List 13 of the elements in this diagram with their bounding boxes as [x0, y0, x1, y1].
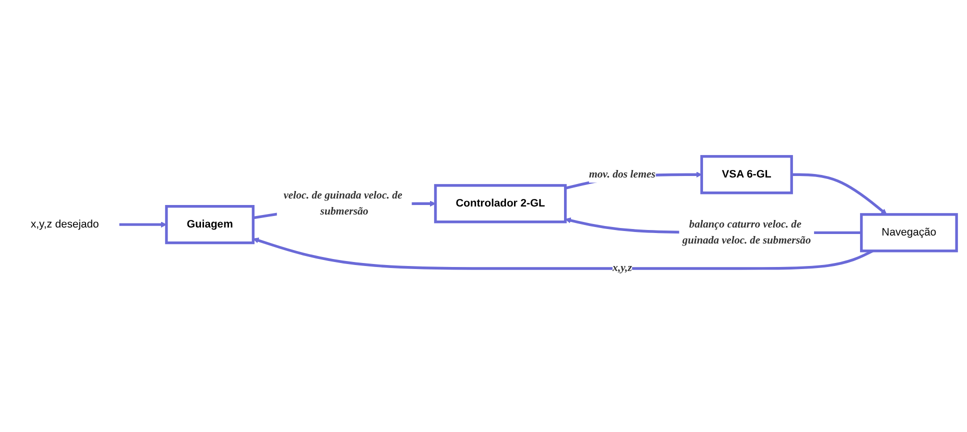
- edge-label: mov. dos lemes: [589, 168, 656, 180]
- block-diagram: veloc. de guinada veloc. de submersão mov. dos lemes x,y,z balanço caturro veloc. de guinada veloc. de submersão x,y,z desejado Guiagem Controlador 2-GL VSA 6-GL Navegação: [5, 150, 962, 282]
- arrow: [119, 221, 167, 228]
- edge-label: balanço caturro veloc. de guinada veloc. de submersão: [682, 218, 811, 246]
- node-box: [700, 154, 793, 194]
- arrow: [792, 172, 887, 214]
- node-box: [165, 204, 255, 244]
- edge-label: x,y,z: [612, 262, 632, 274]
- node-box: [860, 212, 958, 252]
- edge-label: veloc. de guinada veloc. de submersão: [284, 188, 402, 217]
- arrow: [252, 237, 874, 270]
- node-text: x,y,z desejado: [30, 218, 99, 230]
- node-box: [434, 184, 567, 223]
